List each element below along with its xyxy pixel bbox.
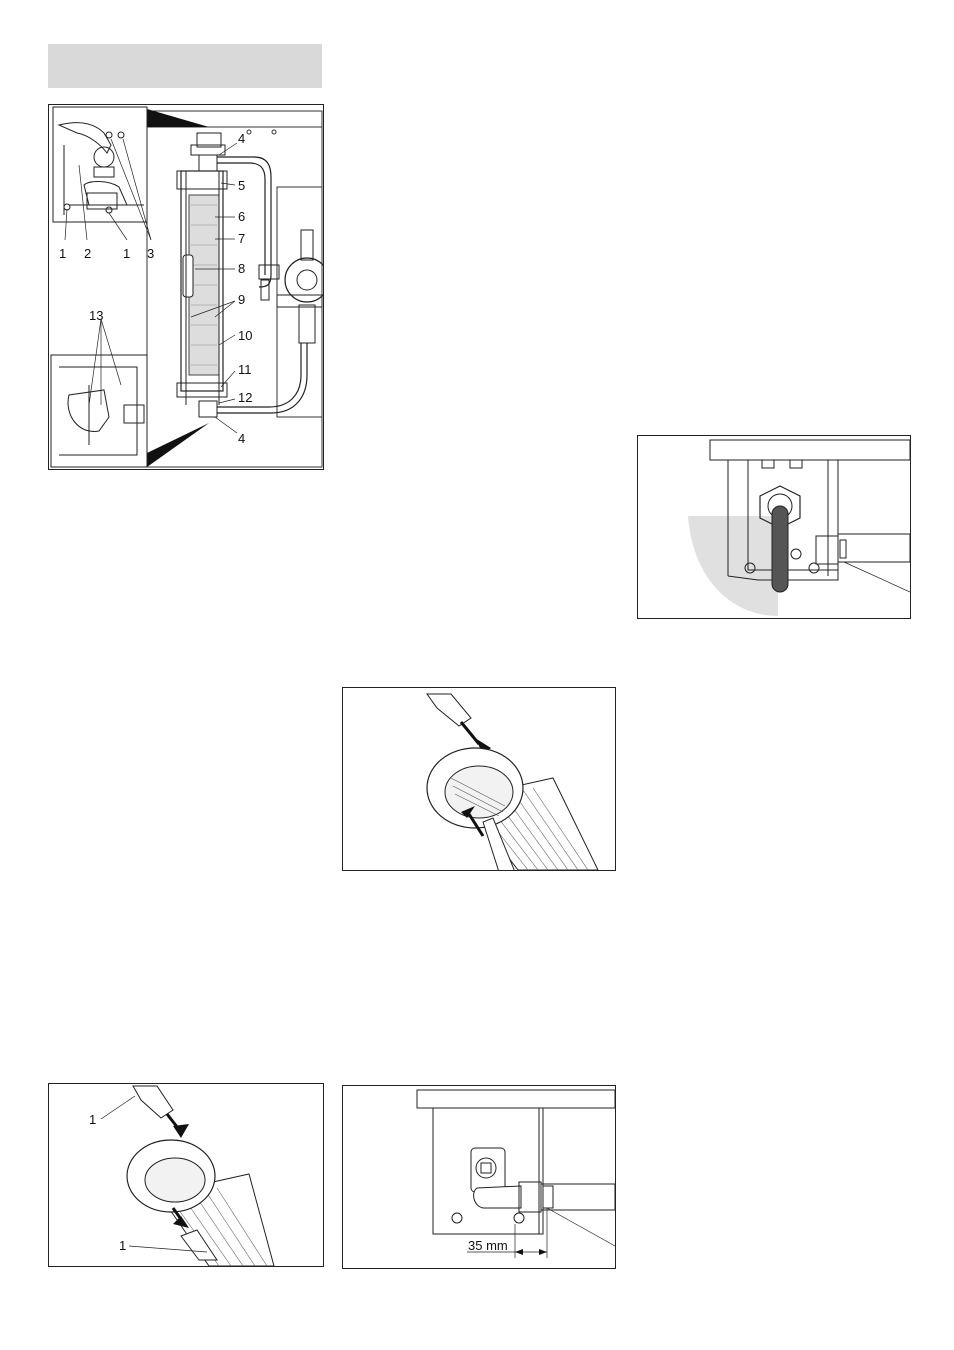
inset-callout-1a: 1 [59,247,66,260]
figure-filter-assembly: 4 5 6 7 8 9 10 11 12 4 1 2 1 3 13 [48,104,324,470]
callout-12: 12 [238,391,252,404]
callout-1-top: 1 [89,1113,96,1126]
callout-5: 5 [238,179,245,192]
drain-valve-drawing [638,436,910,618]
section-header-bar [48,44,322,88]
callout-7: 7 [238,232,245,245]
callout-6: 6 [238,210,245,223]
dimension-label: 35 mm [468,1239,508,1252]
filter-assembly-drawing [49,105,323,469]
inset-callout-2: 2 [84,247,91,260]
figure-drain-valve [637,435,911,619]
callout-4-top: 4 [238,132,245,145]
callout-9: 9 [238,293,245,306]
callout-4-bottom: 4 [238,432,245,445]
callout-11: 11 [238,363,252,376]
callout-8: 8 [238,262,245,275]
inset-callout-3: 3 [147,247,154,260]
callout-1-bottom: 1 [119,1239,126,1252]
inset-callout-1b: 1 [123,247,130,260]
inset-callout-13: 13 [89,309,103,322]
figure-filter-insert [342,687,616,871]
figure-filter-remove: 1 1 [48,1083,324,1267]
callout-10: 10 [238,329,252,342]
filter-insert-drawing [343,688,615,870]
figure-hose-clamp: 35 mm [342,1085,616,1269]
